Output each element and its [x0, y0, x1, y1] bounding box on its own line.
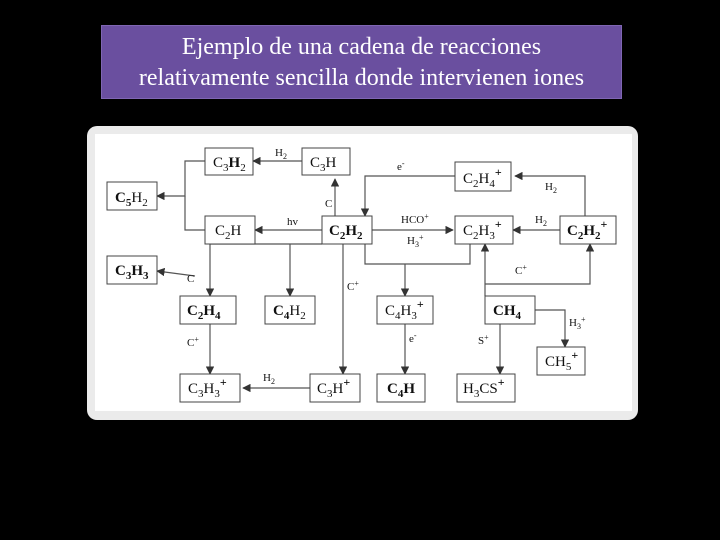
label-e-top: e-: [397, 159, 405, 173]
svg-text:C4H: C4H: [387, 381, 415, 400]
node-c4h: C4H: [376, 373, 426, 403]
label-h2-far: H2: [535, 214, 547, 228]
label-h3p-mid: H3+: [407, 233, 424, 249]
arrow-c2h3p-to-c2h4p: [514, 171, 586, 216]
reaction-network-diagram: C3H2 C3H C2H4+ C5H2 C2H C2H2 C2H3+ C2H2: [95, 134, 632, 411]
svg-text:C3H: C3H: [310, 155, 337, 174]
node-ch5p: CH5+: [536, 346, 586, 376]
arrow-c2h-to-c5h2: [184, 196, 205, 231]
label-hv: hv: [287, 216, 299, 228]
node-c3h: C3H: [301, 147, 351, 176]
arrow-c2h2-to-c2h4: [205, 243, 322, 297]
node-c2h: C2H: [204, 215, 256, 245]
svg-text:C4H2: C4H2: [273, 303, 306, 322]
node-c3h3: C3H3: [106, 255, 158, 285]
slide-title: Ejemplo de una cadena de reacciones rela…: [101, 25, 622, 99]
svg-text:C5H2: C5H2: [115, 190, 148, 209]
node-c3hp: C3H+: [309, 373, 361, 403]
label-sp: S+: [478, 333, 489, 347]
node-c3h2: C3H2: [204, 147, 254, 176]
reaction-arrows: [156, 156, 595, 393]
svg-text:CH4: CH4: [493, 303, 522, 322]
node-c4h3p: C4H3+: [376, 295, 434, 325]
label-h2-top: H2: [275, 147, 287, 161]
node-c2h4: C2H4: [179, 295, 237, 325]
node-ch4: CH4: [484, 295, 536, 325]
label-hco: HCO+: [401, 212, 429, 226]
label-cp-mid: C+: [347, 279, 359, 293]
arrow-c2h4p-to-c2h2: [360, 175, 455, 217]
node-c2h2p: C2H2+: [559, 215, 617, 245]
label-cp-right: C+: [515, 263, 527, 277]
node-c3h3p: C3H3+: [179, 373, 241, 403]
label-h3p-right: H3+: [569, 315, 586, 331]
reaction-network-svg: C3H2 C3H C2H4+ C5H2 C2H C2H2 C2H3+ C2H2: [106, 147, 617, 403]
svg-text:C2H2: C2H2: [329, 223, 363, 242]
node-c5h2: C5H2: [106, 181, 158, 211]
node-c2h3p: C2H3+: [454, 215, 514, 245]
label-em-mid: e-: [409, 331, 417, 345]
title-line-2: relativamente sencilla donde intervienen…: [138, 65, 585, 91]
label-c-mid: C: [325, 198, 332, 210]
node-h3csp: H3CS+: [456, 373, 516, 403]
svg-text:C3H3: C3H3: [115, 263, 149, 282]
label-h2-bottom: H2: [263, 372, 275, 386]
svg-text:C2H: C2H: [215, 223, 242, 242]
arrow-c2h2-to-c4h3p: [364, 244, 471, 265]
label-h2-right: H2: [545, 181, 557, 195]
arrow-ch4-to-c2h2p: [485, 243, 595, 285]
arrow-ch4-to-ch5p: [535, 309, 570, 348]
label-cp-left: C+: [187, 335, 199, 349]
svg-text:C2H4: C2H4: [187, 303, 221, 322]
svg-text:C3H2: C3H2: [213, 155, 246, 174]
title-line-1: Ejemplo de una cadena de reacciones: [181, 34, 542, 60]
label-c-left: C: [187, 273, 194, 285]
node-c2h2: C2H2: [321, 215, 373, 245]
reaction-labels: H2 e- H2 C hv HCO+ H3+ H2 C C+ C+ H3+ C+…: [187, 147, 586, 386]
arrow-c3h2-to-c5h2: [156, 160, 205, 201]
node-c2h4p: C2H4+: [454, 161, 512, 192]
node-c4h2: C4H2: [264, 295, 316, 325]
arrow-c2h4-to-c3h3: [156, 267, 196, 277]
